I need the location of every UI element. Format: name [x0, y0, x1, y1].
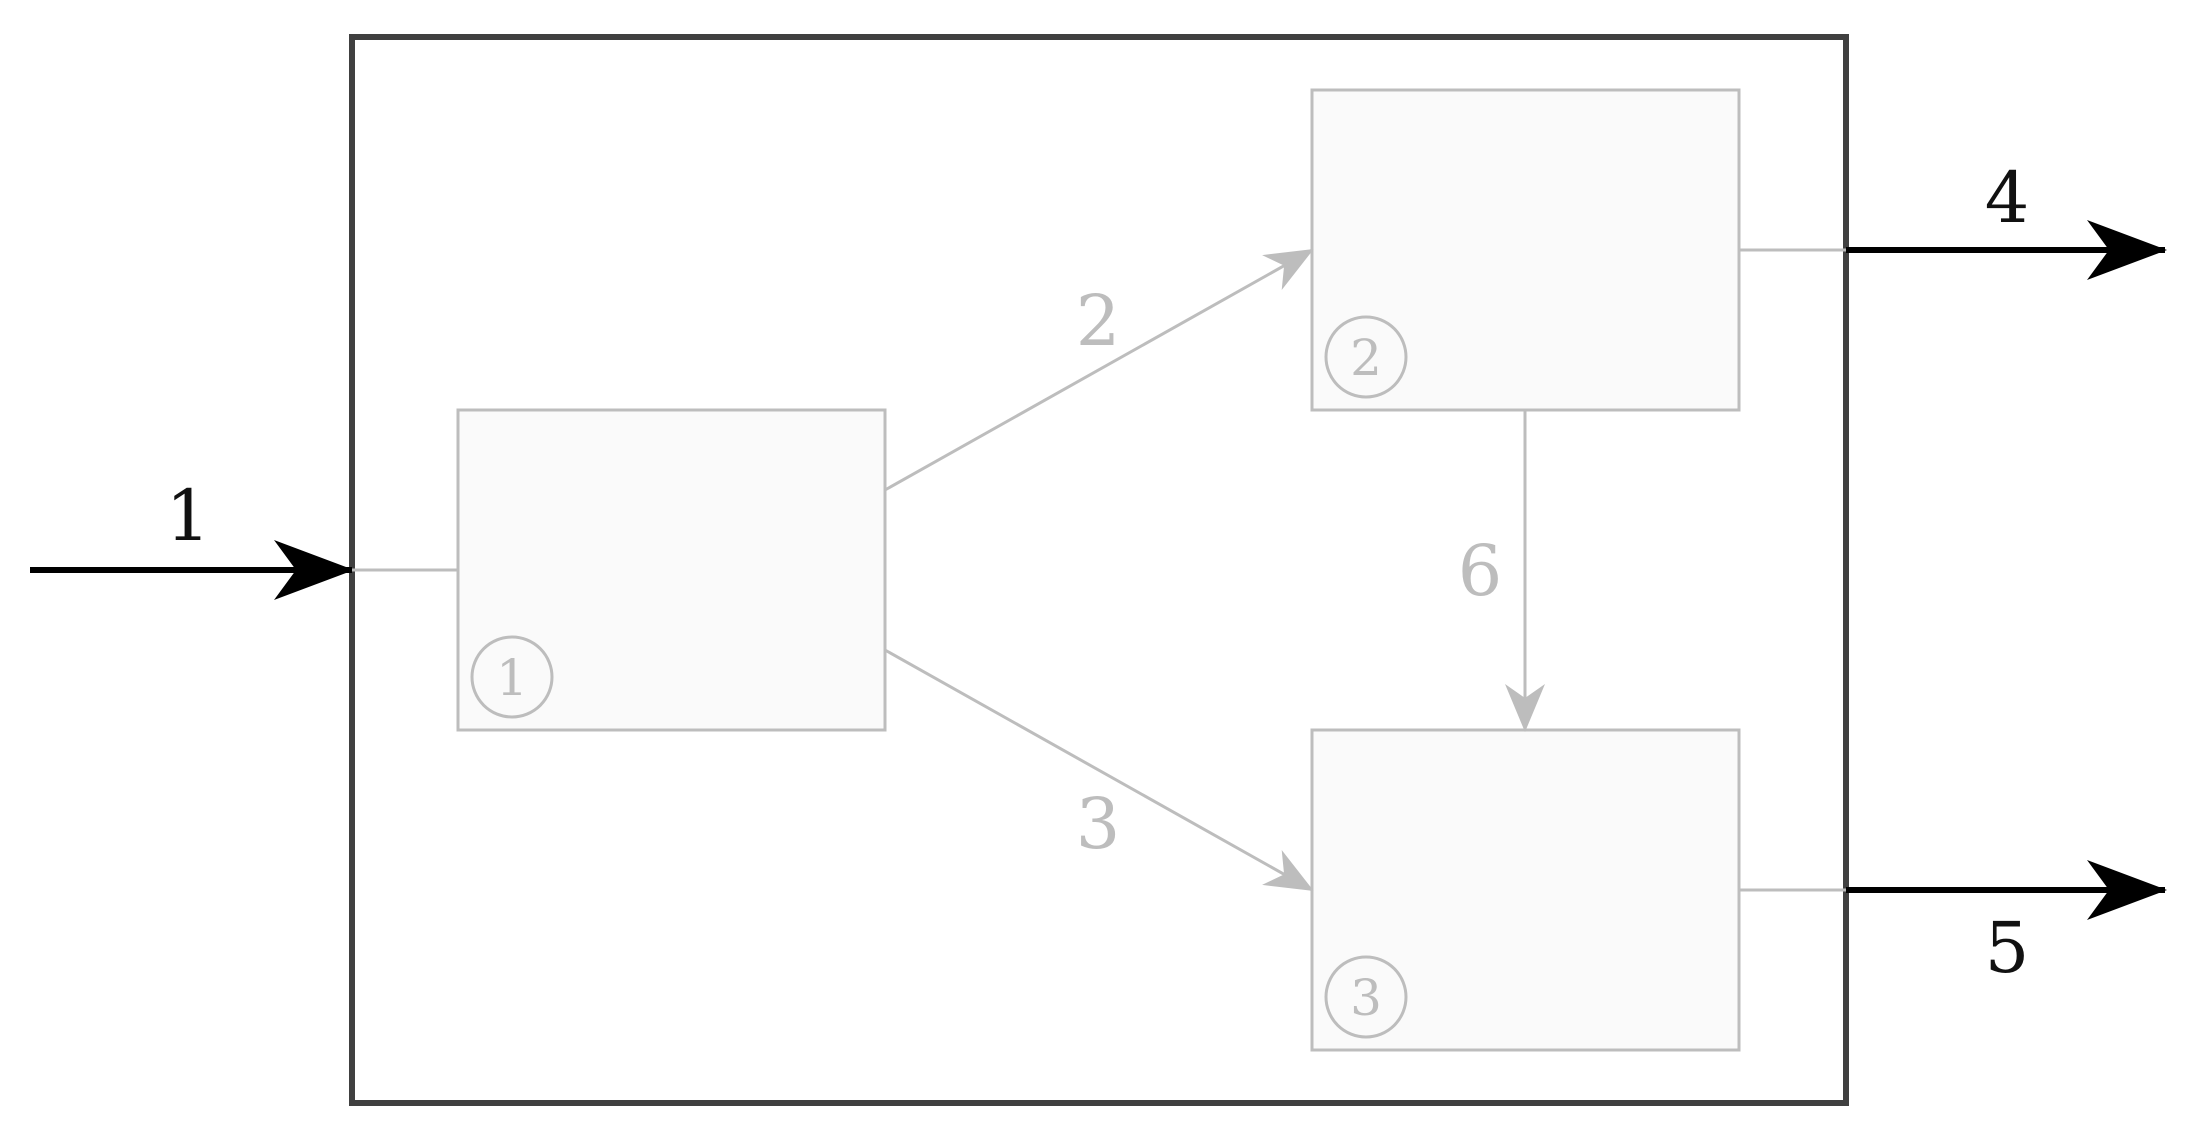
stream-5-label: 5	[1985, 907, 2030, 989]
stream-6-label: 6	[1458, 530, 1503, 612]
stream-3-arrow	[884, 648, 1314, 892]
unit-3-number: 3	[1350, 969, 1382, 1027]
unit-2-badge: 2	[1324, 315, 1408, 399]
stream-1-label: 1	[166, 475, 211, 557]
unit-2-box	[1310, 88, 1741, 412]
unit-2-number: 2	[1350, 329, 1382, 387]
stream-2-arrow	[884, 248, 1314, 492]
unit-3-badge: 3	[1324, 955, 1408, 1039]
stream-4-label: 4	[1985, 157, 2030, 239]
stream-3-label: 3	[1076, 783, 1121, 865]
unit-1-badge: 1	[470, 635, 554, 719]
stream-2-label: 2	[1076, 280, 1121, 362]
unit-1-box	[456, 408, 887, 732]
unit-1-number: 1	[496, 649, 528, 707]
